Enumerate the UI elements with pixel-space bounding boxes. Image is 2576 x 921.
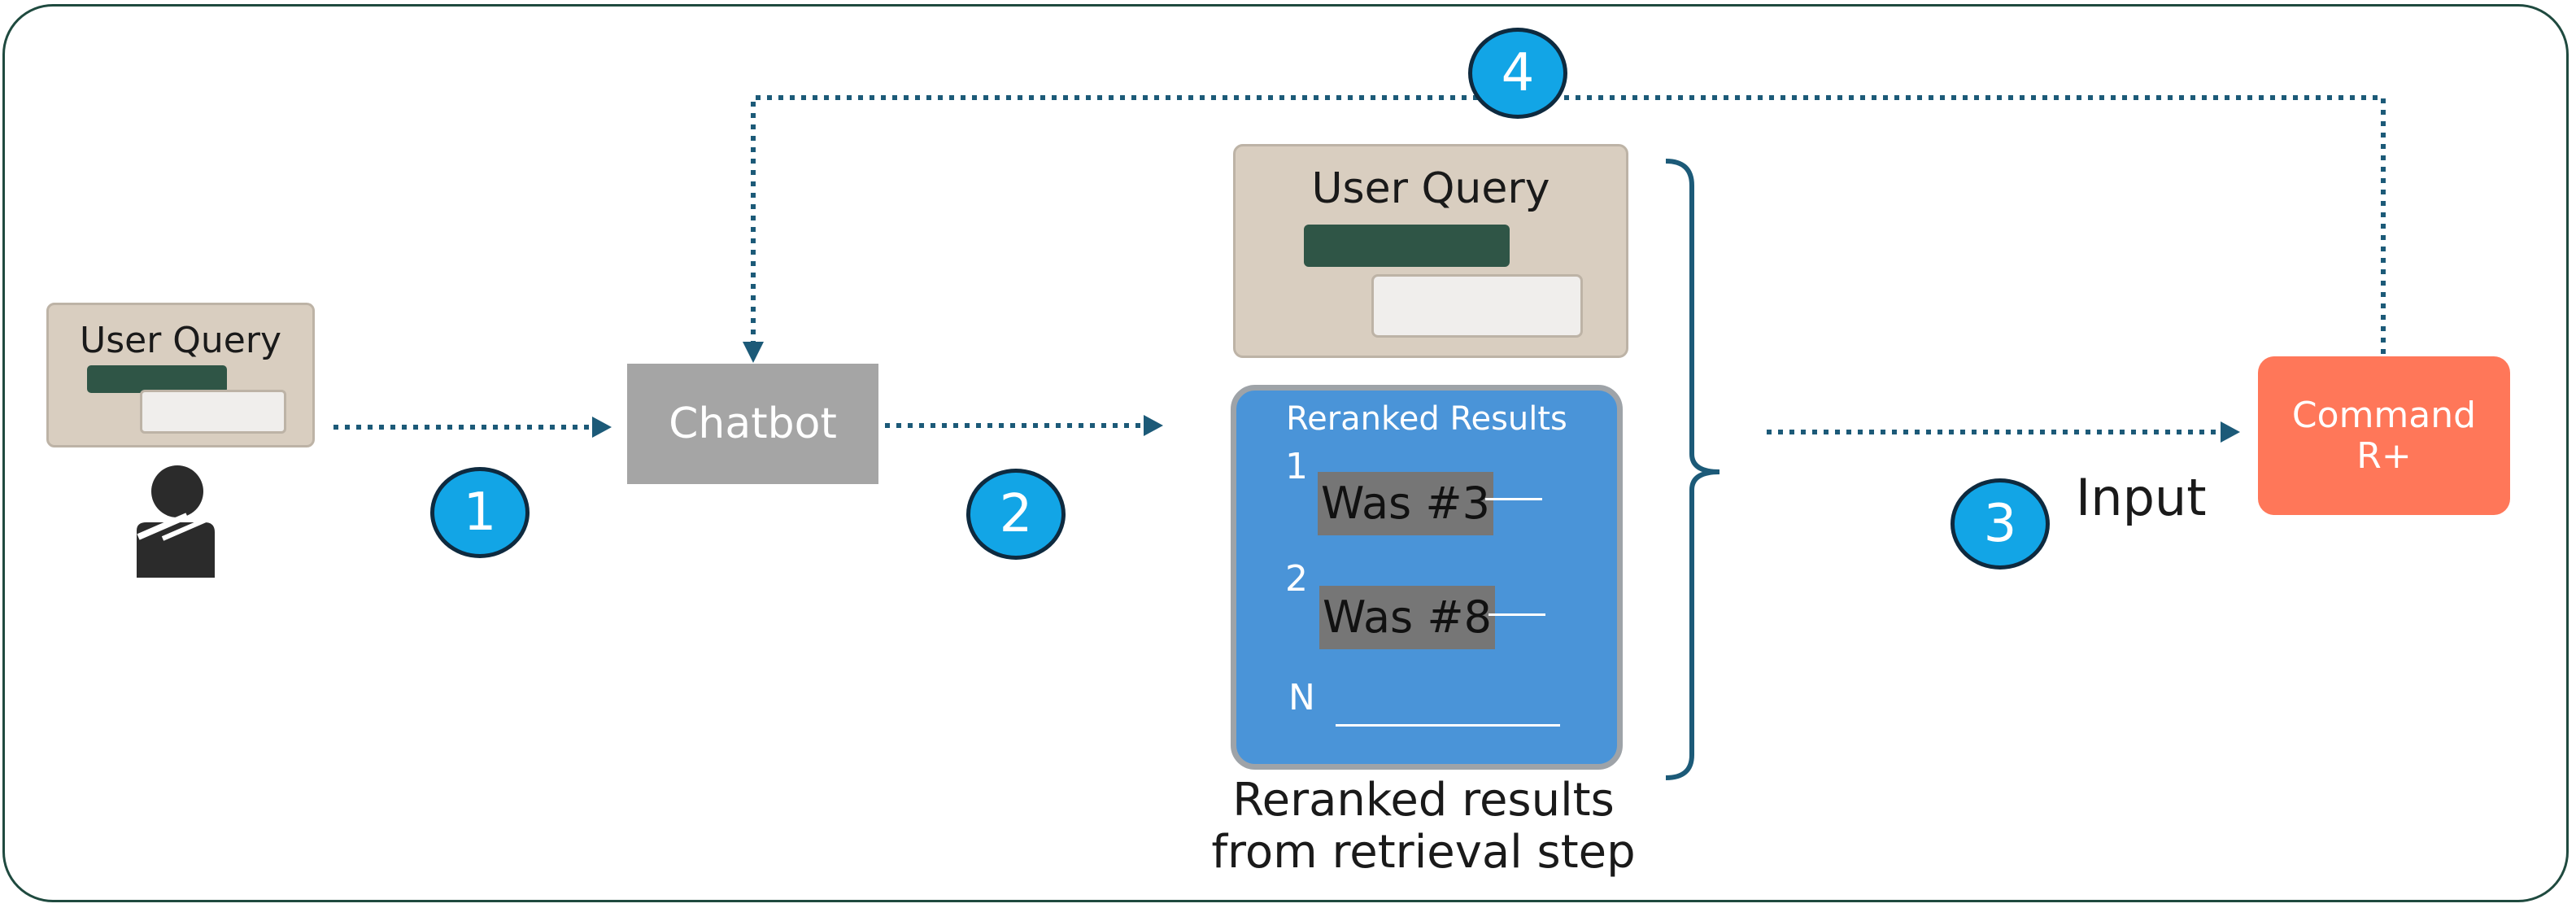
reranked-results-title: Reranked Results — [1286, 400, 1567, 438]
caption-line-2: from retrieval step — [1211, 826, 1636, 879]
command-line-1: Command — [2291, 394, 2477, 436]
arrow-4-feedback — [751, 95, 2386, 354]
reranked-results-card: Reranked Results 1 Was #3 2 Was #8 N — [1231, 385, 1623, 770]
user-query-title: User Query — [80, 320, 281, 361]
query-bar-dark — [1304, 225, 1510, 267]
arrow-right-icon — [2221, 421, 2240, 443]
person-icon — [137, 465, 215, 578]
arrow-right-icon — [592, 417, 612, 438]
query-bar-dark — [87, 365, 227, 393]
query-bar-light — [1371, 274, 1583, 338]
user-query-card-large: User Query — [1233, 144, 1628, 358]
result-item: Was #8 — [1319, 586, 1495, 649]
input-label: Input — [2076, 468, 2207, 527]
result-line — [1336, 724, 1560, 727]
result-line — [1485, 498, 1542, 500]
user-query-title: User Query — [1311, 164, 1550, 213]
diagram-frame — [2, 4, 2569, 902]
bracket-icon — [1665, 159, 1720, 780]
result-item: Was #3 — [1318, 472, 1493, 535]
rank-number: 2 — [1285, 558, 1308, 600]
step-badge-2: 2 — [966, 469, 1066, 560]
command-r-plus-box: Command R+ — [2258, 356, 2510, 515]
chatbot-box: Chatbot — [627, 364, 878, 484]
arrow-right-icon — [1144, 415, 1163, 436]
step-badge-1: 1 — [430, 467, 530, 558]
arrow-down-icon — [743, 342, 764, 363]
chatbot-label: Chatbot — [669, 399, 837, 448]
step-badge-4: 4 — [1468, 28, 1567, 119]
rank-number: N — [1288, 677, 1315, 718]
caption-line-1: Reranked results — [1232, 774, 1615, 827]
command-line-2: R+ — [2356, 434, 2412, 477]
rank-number: 1 — [1285, 446, 1308, 487]
query-bar-light — [140, 390, 286, 434]
step-badge-3: 3 — [1951, 478, 2050, 570]
user-query-card-small: User Query — [46, 303, 315, 447]
result-line — [1489, 613, 1545, 616]
reranked-caption: Reranked results from retrieval step — [1155, 775, 1692, 879]
